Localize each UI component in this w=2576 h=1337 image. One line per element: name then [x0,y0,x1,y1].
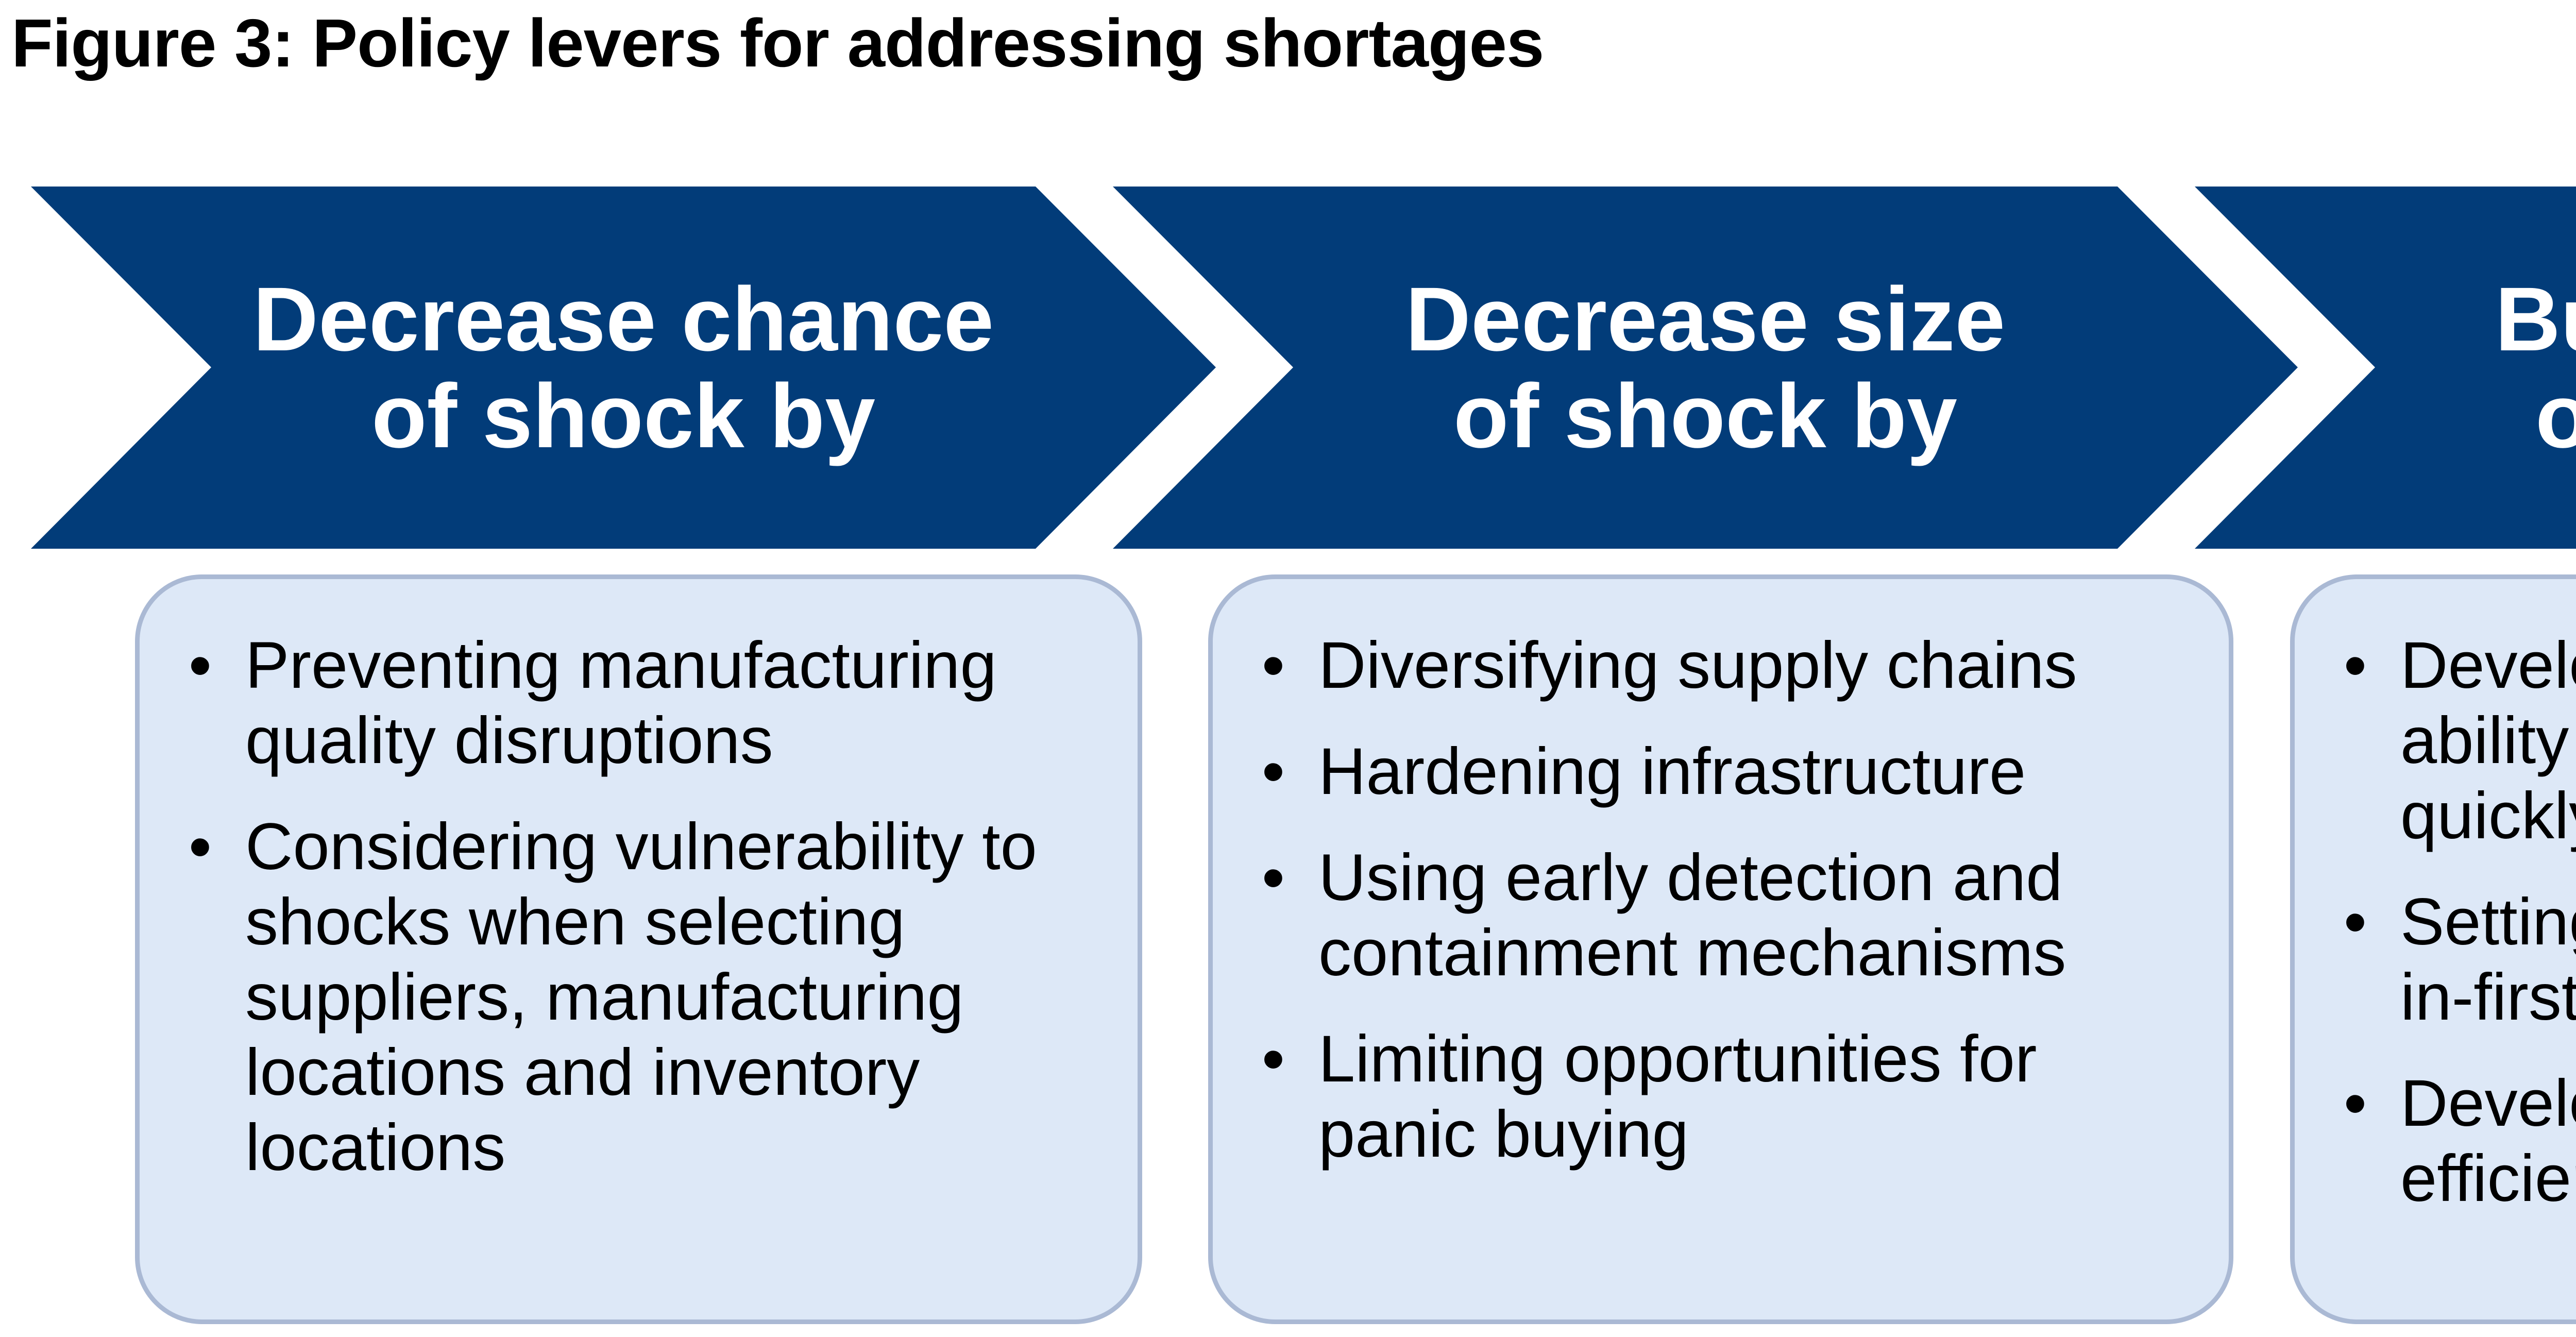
bullet-icon: • [1262,841,1285,915]
list-item: •Diversifying supply chains [1262,629,2077,702]
stage-2-list: •Diversifying supply chains •Hardening i… [1213,628,2229,1203]
list-item: •Using early detection and containment m… [1262,841,2066,990]
stage-heading-3: Buffer impact of shock by [2375,187,2576,549]
bullet-icon: • [1262,735,1285,808]
chevron-arrow-2 [1113,187,2298,549]
stage-heading-3-line1: Buffer impact [2495,268,2576,370]
list-item: •Limiting opportunities for panic buying [1262,1022,2037,1171]
list-item: •Hardening infrastructure [1262,735,2026,808]
bullet-icon: • [2344,1067,2367,1140]
bullet-icon: • [2344,629,2367,702]
stage-heading-1: Decrease chance of shock by [211,187,1036,549]
list-item: •Setting up stockpiles or first-in-first… [2344,885,2576,1034]
chevron-arrow-3 [2195,187,2576,549]
bullet-icon: • [1262,629,1285,702]
stage-box-2: •Diversifying supply chains •Hardening i… [1208,574,2233,1324]
bullet-icon: • [189,629,212,702]
stage-3-list: •Developing and maintaining ability to s… [2295,628,2576,1247]
chevron-arrow-1 [31,187,1216,549]
list-item: •Developing and maintaining ability to s… [2344,629,2576,853]
stage-heading-1-line1: Decrease chance [252,268,994,370]
stage-box-3: •Developing and maintaining ability to s… [2290,574,2576,1324]
stage-heading-2: Decrease size of shock by [1293,187,2117,549]
stage-box-1: •Preventing manufacturing quality disrup… [135,574,1142,1324]
stage-heading-2-line1: Decrease size [1405,268,2006,370]
list-item: •Preventing manufacturing quality disrup… [189,629,997,777]
list-item: •Considering vulnerability to shocks whe… [189,810,1037,1184]
stage-heading-3-line2: of shock by [2535,365,2576,467]
figure-title: Figure 3: Policy levers for addressing s… [11,5,1544,81]
list-item: •Developing systems for efficient respon… [2344,1067,2576,1215]
stage-1-list: •Preventing manufacturing quality disrup… [140,628,1138,1216]
stage-heading-1-line2: of shock by [371,365,875,467]
bullet-icon: • [1262,1022,1285,1096]
bullet-icon: • [2344,885,2367,959]
stage-heading-2-line2: of shock by [1453,365,1957,467]
bullet-icon: • [189,810,212,884]
chevron-flow [31,187,2576,549]
